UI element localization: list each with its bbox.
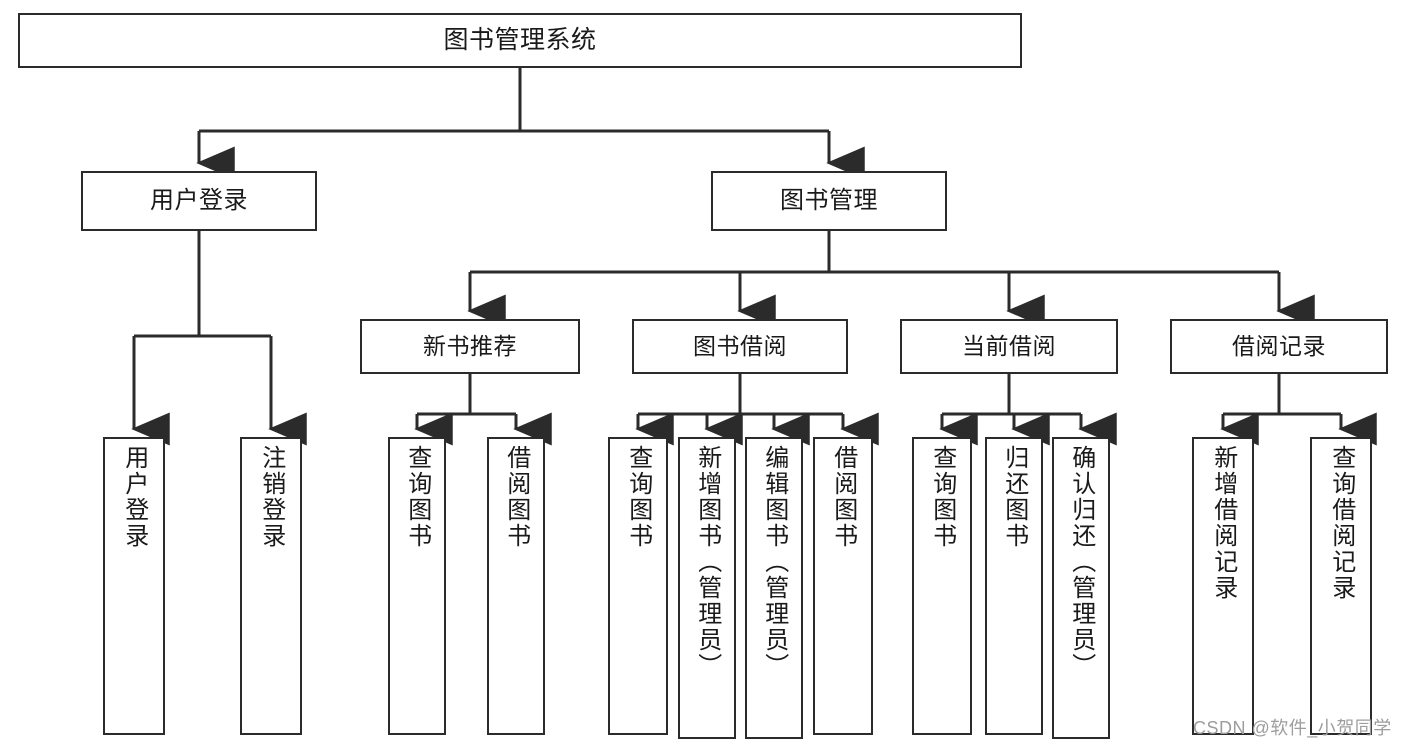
node-book-manage-label: 图书管理: [780, 187, 878, 215]
node-user-login-label: 用户登录: [150, 187, 248, 215]
node-leaf-add-record-label: 新增借阅记录: [1209, 445, 1237, 601]
node-leaf-confirm-return-label: 确认归还（管理员）: [1067, 445, 1095, 679]
node-leaf-query-book-3[interactable]: 查询图书: [912, 437, 972, 735]
node-leaf-add-record[interactable]: 新增借阅记录: [1192, 437, 1254, 735]
node-leaf-query-book-1-label: 查询图书: [403, 445, 431, 549]
node-leaf-query-book-3-label: 查询图书: [928, 445, 956, 549]
watermark: CSDN @软件_小贺同学: [1193, 718, 1392, 738]
node-leaf-add-book-label: 新增图书（管理员）: [693, 445, 721, 679]
node-book-manage[interactable]: 图书管理: [711, 171, 947, 231]
node-leaf-edit-book[interactable]: 编辑图书（管理员）: [745, 437, 803, 739]
node-leaf-query-record[interactable]: 查询借阅记录: [1310, 437, 1372, 735]
node-book-borrow-label: 图书借阅: [693, 333, 787, 360]
node-leaf-borrow-book-1-label: 借阅图书: [502, 445, 530, 549]
node-leaf-query-record-label: 查询借阅记录: [1327, 445, 1355, 601]
node-leaf-user-logout-label: 注销登录: [257, 445, 285, 549]
node-root[interactable]: 图书管理系统: [18, 13, 1022, 68]
node-leaf-borrow-book-2[interactable]: 借阅图书: [813, 437, 873, 735]
node-book-borrow[interactable]: 图书借阅: [632, 319, 848, 374]
node-leaf-user-login[interactable]: 用户登录: [103, 437, 165, 735]
node-leaf-edit-book-label: 编辑图书（管理员）: [760, 445, 788, 679]
node-leaf-return-book[interactable]: 归还图书: [985, 437, 1043, 735]
node-leaf-user-logout[interactable]: 注销登录: [240, 437, 302, 735]
node-root-label: 图书管理系统: [443, 26, 597, 55]
node-borrow-record[interactable]: 借阅记录: [1170, 319, 1388, 374]
node-leaf-confirm-return[interactable]: 确认归还（管理员）: [1052, 437, 1110, 739]
node-new-book-recommend[interactable]: 新书推荐: [360, 319, 580, 374]
node-leaf-borrow-book-2-label: 借阅图书: [829, 445, 857, 549]
node-leaf-user-login-label: 用户登录: [120, 445, 148, 549]
node-user-login[interactable]: 用户登录: [81, 171, 317, 231]
node-leaf-add-book[interactable]: 新增图书（管理员）: [678, 437, 736, 739]
node-leaf-return-book-label: 归还图书: [1000, 445, 1028, 549]
node-current-borrow[interactable]: 当前借阅: [900, 319, 1118, 374]
node-leaf-query-book-2[interactable]: 查询图书: [608, 437, 668, 735]
node-leaf-query-book-2-label: 查询图书: [624, 445, 652, 549]
node-current-borrow-label: 当前借阅: [962, 333, 1056, 360]
node-leaf-query-book-1[interactable]: 查询图书: [388, 437, 446, 735]
node-borrow-record-label: 借阅记录: [1232, 333, 1326, 360]
node-new-book-recommend-label: 新书推荐: [423, 333, 517, 360]
node-leaf-borrow-book-1[interactable]: 借阅图书: [487, 437, 545, 735]
